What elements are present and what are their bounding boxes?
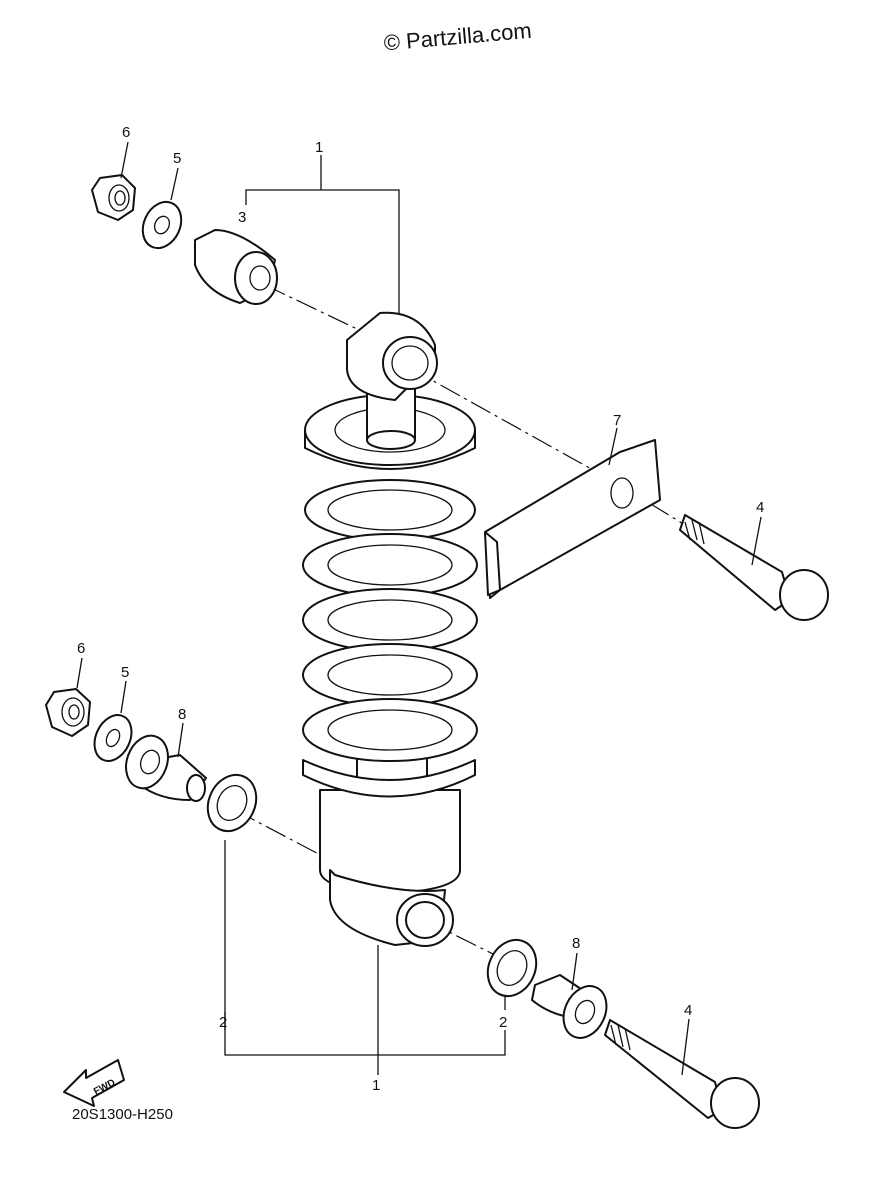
nut-part-6-top [91, 174, 136, 221]
callout-3: 3 [238, 209, 246, 226]
bolt-part-4-top [679, 514, 829, 621]
watermark-text: © Partzilla.com [383, 18, 533, 56]
collar-part-3 [194, 229, 278, 305]
bearing-part-2-right [486, 938, 538, 998]
bush-part-8-left [125, 734, 207, 802]
diagram-code: 20S1300-H250 [72, 1106, 173, 1123]
callout-6-top: 6 [122, 124, 130, 141]
bolt-part-4-bottom [604, 1019, 760, 1129]
callout-7: 7 [613, 412, 621, 429]
callout-4-bottom: 4 [684, 1002, 692, 1019]
bush-part-8-right [531, 974, 608, 1039]
callout-8-left: 8 [178, 706, 186, 723]
washer-part-5-top [141, 200, 183, 250]
callout-5-bottom: 5 [121, 664, 129, 681]
callout-6-bottom: 6 [77, 640, 85, 657]
leader-lines [76, 141, 762, 1076]
callout-bracket-bottom [224, 840, 506, 1075]
callout-bracket-top [245, 155, 400, 315]
callout-2-left: 2 [219, 1014, 227, 1031]
callout-1-bottom: 1 [372, 1077, 380, 1094]
bearing-part-2-left [206, 773, 258, 833]
shock-absorber-assembly [302, 311, 478, 947]
callout-2-right: 2 [499, 1014, 507, 1031]
callout-8-right: 8 [572, 935, 580, 952]
callout-4-top: 4 [756, 499, 764, 516]
callout-5-top: 5 [173, 150, 181, 167]
nut-part-6-bottom [45, 688, 91, 737]
callout-labels: 1 3 6 5 7 4 6 5 8 8 2 2 4 1 [77, 124, 764, 1094]
bracket-part-7 [484, 439, 661, 599]
callout-1-top: 1 [315, 139, 323, 156]
forward-direction-arrow: FWD [63, 1059, 125, 1107]
washer-part-5-bottom [93, 714, 133, 762]
